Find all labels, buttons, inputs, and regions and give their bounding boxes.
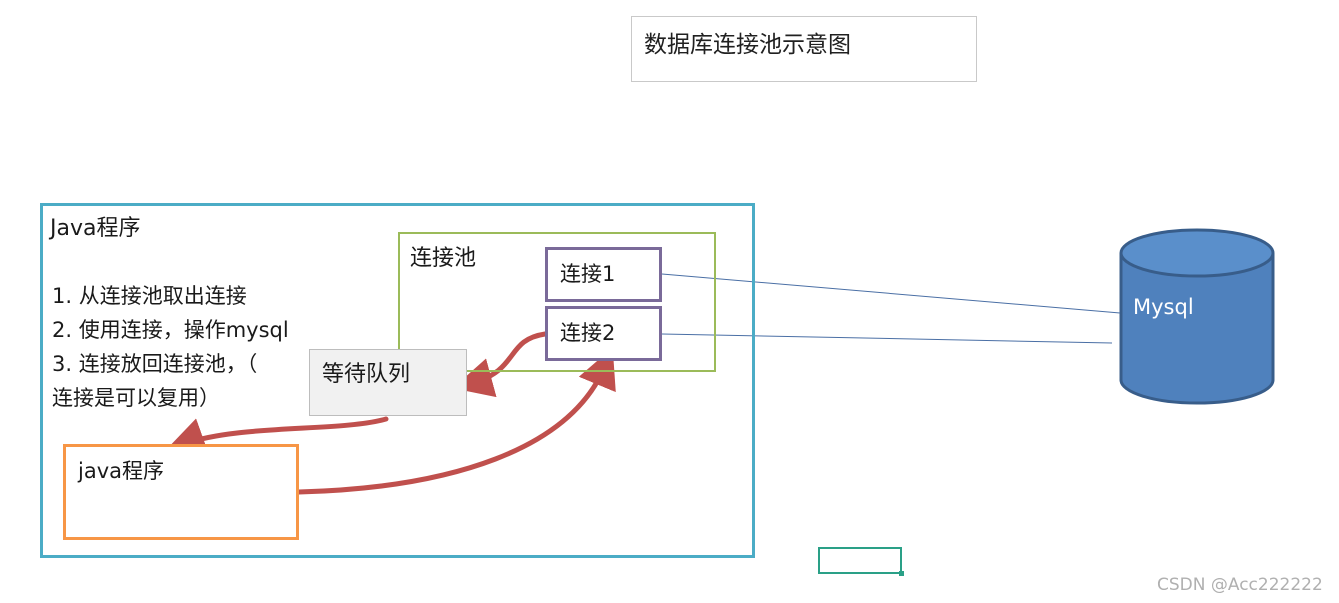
watermark: CSDN @Acc222222 — [1157, 575, 1323, 595]
connection-pool-box — [398, 232, 716, 372]
connection-1-box: 连接1 — [545, 247, 662, 302]
step-item: 2. 使用连接，操作mysql — [52, 318, 289, 342]
client-program-label: java程序 — [78, 459, 164, 483]
resize-handle[interactable] — [899, 571, 904, 576]
diagram-title-box: 数据库连接池示意图 — [631, 16, 977, 82]
wait-queue-label: 等待队列 — [322, 362, 411, 387]
diagram-title: 数据库连接池示意图 — [644, 32, 851, 58]
wait-queue-box: 等待队列 — [309, 349, 467, 416]
selection-rectangle[interactable] — [818, 547, 904, 576]
arrow-queue-to-client — [165, 416, 389, 457]
database-cylinder-icon — [1119, 228, 1275, 405]
step-item: 连接是可以复用） — [52, 386, 220, 410]
connection-pool-title: 连接池 — [410, 246, 477, 271]
connection-1-label: 连接1 — [560, 262, 616, 286]
connection-2-label: 连接2 — [560, 321, 616, 345]
arrow-client-to-connection2 — [296, 347, 616, 495]
link-line-connection1 — [661, 273, 1121, 314]
java-app-title: Java程序 — [50, 216, 141, 241]
database-label: Mysql — [1133, 295, 1194, 319]
link-line-connection2 — [661, 333, 1113, 344]
java-app-container — [40, 203, 755, 558]
step-item: 1. 从连接池取出连接 — [52, 284, 247, 308]
connection-2-box: 连接2 — [545, 306, 662, 361]
steps-list: 1. 从连接池取出连接 2. 使用连接，操作mysql 3. 连接放回连接池，（… — [52, 279, 289, 415]
client-program-box: java程序 — [63, 444, 299, 540]
arrow-connection2-to-queue — [452, 331, 548, 398]
step-item: 3. 连接放回连接池，（ — [52, 352, 258, 376]
